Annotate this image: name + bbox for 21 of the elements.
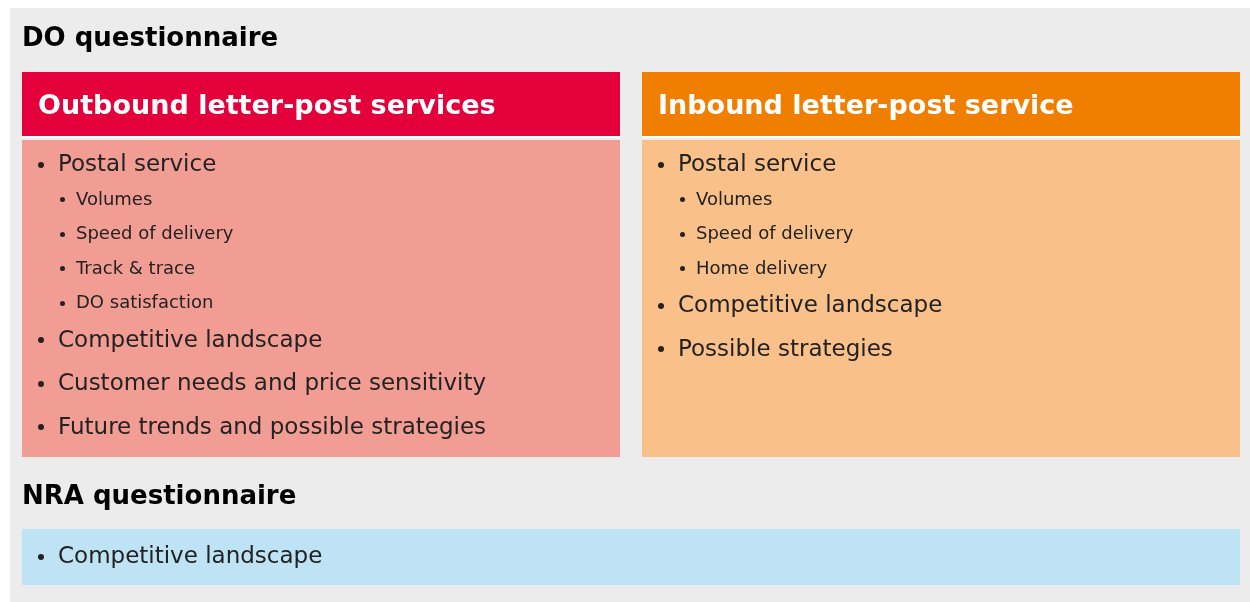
list-item: Speed of delivery: [76, 222, 234, 243]
list-item: Home delivery: [696, 256, 828, 278]
list-item: Postal service: [58, 150, 217, 176]
section-heading: DO questionnaire: [22, 22, 279, 52]
list-item: Future trends and possible strategies: [58, 412, 487, 439]
card-header: Outbound letter-post services: [22, 72, 620, 138]
list-item: Competitive landscape: [58, 325, 323, 352]
list-item: Competitive landscape: [58, 542, 323, 568]
list-item: Competitive landscape: [678, 291, 943, 317]
list-item: Possible strategies: [678, 334, 893, 361]
list-item: Volumes: [696, 187, 773, 209]
list-item: Customer needs and price sensitivity: [58, 369, 487, 395]
list-panel: [22, 529, 1240, 585]
card-header: Inbound letter-post service: [642, 72, 1240, 138]
list-item: Track & trace: [76, 256, 196, 278]
section-heading: NRA questionnaire: [22, 480, 297, 510]
list-item: Postal service: [678, 150, 837, 176]
panel-background: [10, 8, 1250, 602]
list-item: Speed of delivery: [696, 222, 854, 243]
list-item: DO satisfaction: [76, 291, 214, 312]
list-item: Volumes: [76, 187, 153, 209]
